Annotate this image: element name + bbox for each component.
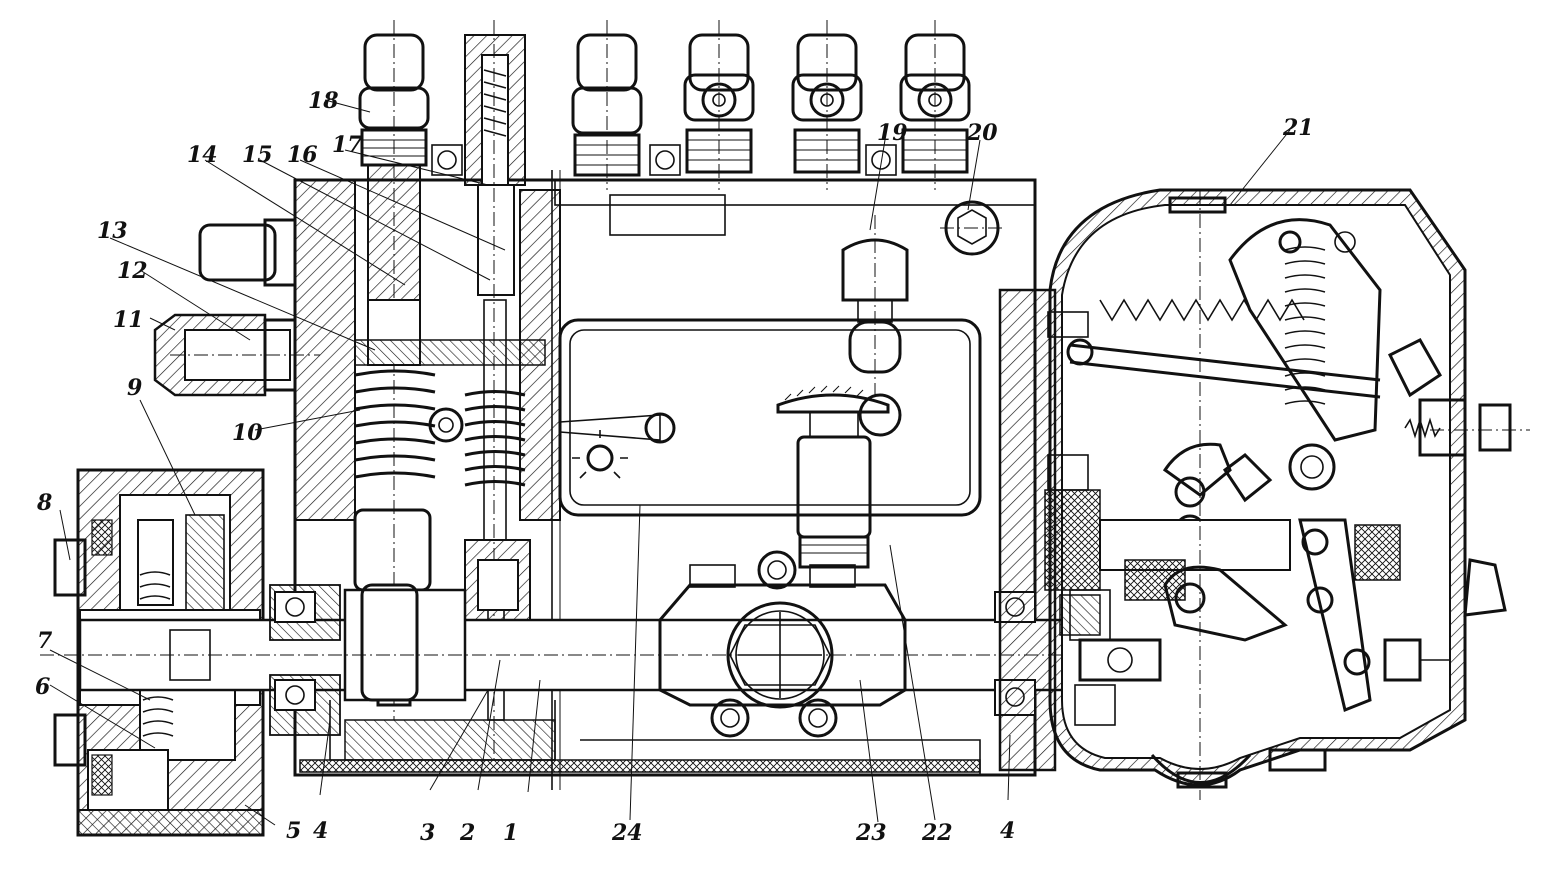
callout-4: 4	[313, 818, 328, 844]
pump-element-section	[353, 299, 546, 721]
callout-10: 10	[232, 420, 263, 446]
governor-spring-horizontal	[1099, 298, 1305, 322]
callout-21: 21	[1282, 115, 1314, 141]
governor-spring-vertical	[1284, 246, 1326, 405]
callout-12: 12	[117, 258, 148, 284]
callout-11: 11	[113, 307, 144, 333]
plunger-spring-right	[464, 390, 526, 487]
valve-holder-4	[683, 20, 755, 190]
valve-holder-6	[899, 20, 971, 190]
callout-23: 23	[855, 820, 887, 846]
callout-4-right: 4	[1000, 818, 1015, 844]
callout-8: 8	[36, 490, 52, 516]
inlet-fittings	[153, 218, 320, 397]
callout-20: 20	[966, 120, 998, 146]
callout-14: 14	[187, 142, 218, 168]
valve-holder-3	[571, 20, 643, 190]
fuel-feed-pump	[658, 550, 907, 738]
callout-2: 2	[459, 820, 475, 846]
callout-18: 18	[308, 88, 339, 114]
callout-24: 24	[611, 820, 643, 846]
callout-16: 16	[287, 142, 318, 168]
valve-holder-2-sectioned	[464, 20, 526, 760]
callout-15: 15	[242, 142, 273, 168]
leader-lines	[49, 99, 1291, 826]
plunger-spring-left	[354, 369, 436, 479]
callout-7: 7	[37, 628, 53, 654]
callout-labels: 1 2 3 4 5 6 7 8 9 10 11 12 13 14 15 16 1…	[35, 88, 1314, 846]
callout-22: 22	[921, 820, 953, 846]
bearing-left	[274, 591, 316, 711]
holder-clamp-screws	[431, 144, 897, 176]
hand-priming-pump	[776, 385, 902, 569]
callout-6: 6	[35, 674, 50, 700]
callout-9: 9	[127, 375, 142, 401]
callout-13: 13	[97, 218, 128, 244]
control-lever-small	[559, 412, 676, 479]
callout-1: 1	[503, 820, 518, 846]
valve-holder-5	[791, 20, 863, 190]
fuel-rack-plug	[841, 200, 1005, 400]
callout-19: 19	[877, 120, 908, 146]
governor	[998, 188, 1530, 800]
callout-5: 5	[286, 818, 301, 844]
callout-3: 3	[420, 820, 435, 846]
pump-housing	[293, 170, 1037, 790]
callout-17: 17	[332, 132, 363, 158]
